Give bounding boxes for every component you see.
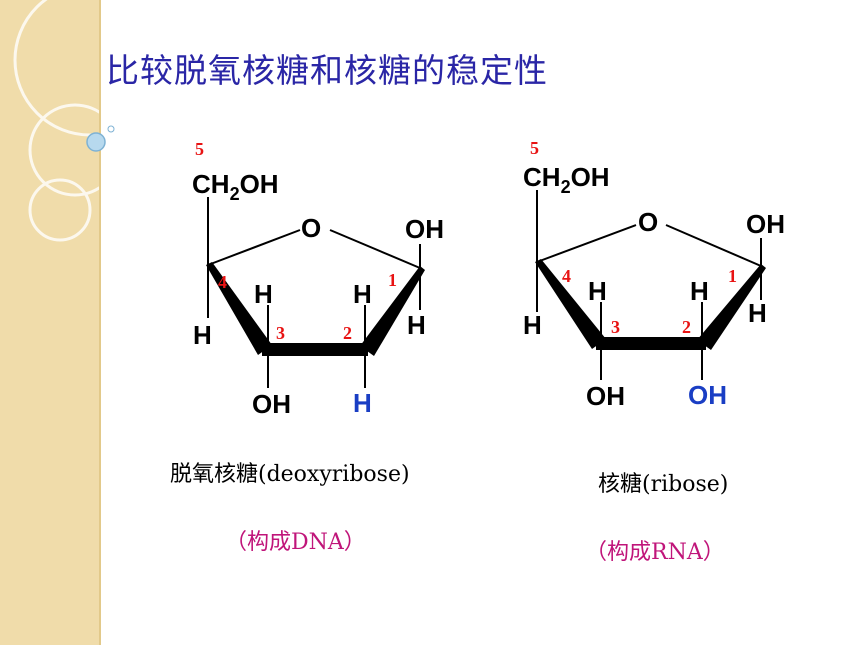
carbon-4-label: 4 <box>218 272 227 292</box>
decorative-sidebar <box>0 0 100 645</box>
bond-c3-c2-bold <box>596 337 706 350</box>
c4-h-label: H <box>193 320 212 350</box>
carbon-3-label: 3 <box>611 317 620 337</box>
c3-h-label: H <box>588 276 607 306</box>
bond-c4-o <box>536 224 637 263</box>
carbon-1-label: 1 <box>388 270 397 290</box>
carbon-2-label: 2 <box>682 317 691 337</box>
ch2oh-subscript: 2 <box>230 184 240 204</box>
c2-h-up-label: H <box>690 276 709 306</box>
c3-h-label: H <box>254 279 273 309</box>
carbon-1-label: 1 <box>728 266 737 286</box>
ribose-structure: 5 CH2OH O OH 4 1 H H H H 3 2 OH OH <box>523 138 785 411</box>
ch2oh-oh: OH <box>240 169 279 199</box>
ribose-caption: 核糖(ribose) <box>598 472 729 497</box>
ring-oxygen-label: O <box>638 207 658 237</box>
ch2oh-group: CH2OH <box>523 162 610 197</box>
c1-oh-label: OH <box>746 209 785 239</box>
small-dot-icon <box>107 125 115 133</box>
carbon-5-label: 5 <box>195 139 204 159</box>
c2-h-up-label: H <box>353 279 372 309</box>
c1-h-label: H <box>407 310 426 340</box>
carbon-2-label: 2 <box>343 323 352 343</box>
bond-c3-c2-bold <box>262 343 368 356</box>
bullet-dot-icon <box>86 132 106 152</box>
wedge-c1-c2 <box>697 264 766 350</box>
bond-o-c1 <box>665 224 762 267</box>
deoxyribose-caption: 脱氧核糖(deoxyribose) <box>170 462 410 487</box>
ch2oh-oh: OH <box>571 162 610 192</box>
c3-oh-label: OH <box>252 389 291 419</box>
bond-o-c1 <box>329 229 421 269</box>
bond-c4-o <box>207 229 301 266</box>
c1-h-label: H <box>748 298 767 328</box>
slide-title: 比较脱氧核糖和核糖的稳定性 <box>106 51 548 90</box>
ch2oh-subscript: 2 <box>561 177 571 197</box>
c1-oh-label: OH <box>405 214 444 244</box>
carbon-4-label: 4 <box>562 266 571 286</box>
ch2oh-c: CH <box>192 169 230 199</box>
c4-h-label: H <box>523 310 542 340</box>
c2-oh-label: OH <box>688 380 727 410</box>
deoxyribose-subcaption: （构成DNA） <box>225 530 366 555</box>
carbon-5-label: 5 <box>530 138 539 158</box>
ch2oh-group: CH2OH <box>192 169 279 204</box>
carbon-3-label: 3 <box>276 323 285 343</box>
ch2oh-c: CH <box>523 162 561 192</box>
decorative-circles <box>13 0 167 242</box>
deoxyribose-structure: 5 CH2OH O OH 4 1 H H H H 3 2 OH H <box>192 139 444 419</box>
wedge-c4-c3 <box>535 259 606 349</box>
wedge-c4-c3-b <box>206 262 272 355</box>
wedge-c1-c2 <box>360 266 425 356</box>
ring-oxygen-label: O <box>301 213 321 243</box>
c3-oh-label: OH <box>586 381 625 411</box>
c2-h-down-label: H <box>353 388 372 418</box>
ribose-subcaption: （构成RNA） <box>585 540 725 565</box>
